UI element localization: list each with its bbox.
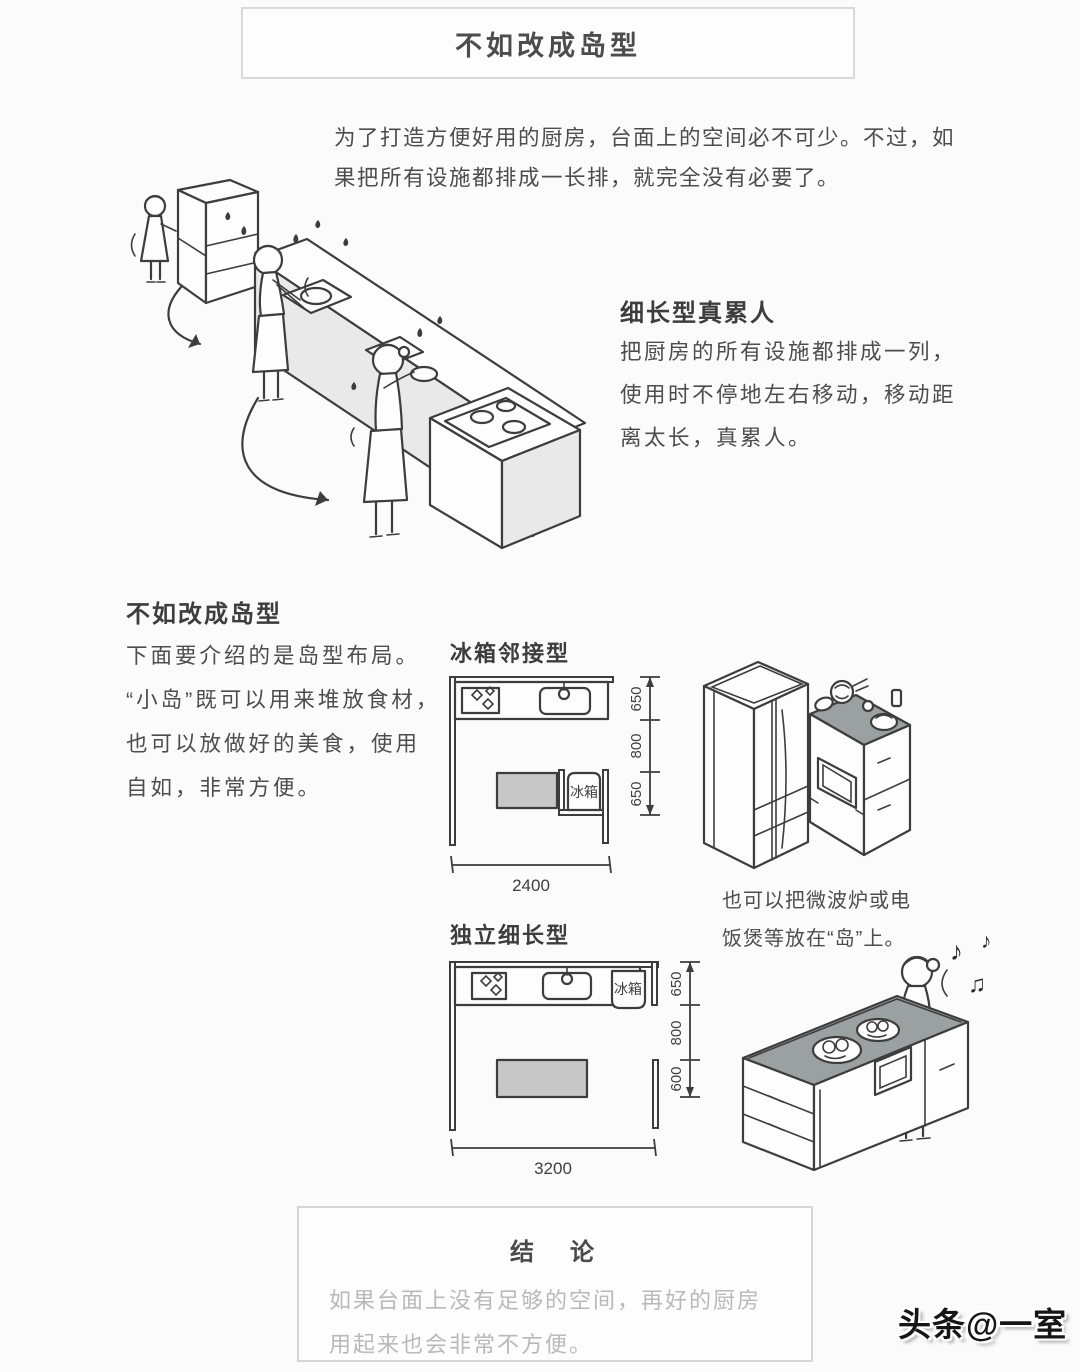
plan1-walls — [449, 676, 614, 846]
section-body-island: 下面要介绍的是岛型布局。 “小岛”既可以用来堆放食材， 也可以放做好的美食，使用… — [126, 644, 441, 800]
plan1-sink — [538, 681, 592, 716]
plan1-dimension-bottom: 2400 — [450, 855, 612, 895]
plan2-fridge-label: 冰箱 — [614, 981, 642, 997]
plan1-stove — [460, 685, 501, 715]
section-heading-island: 不如改成岛型 — [126, 601, 282, 628]
plan1-width-label: 2400 — [512, 876, 550, 895]
plan2-stove — [470, 971, 508, 1001]
plan2-title: 独立细长型 — [450, 923, 571, 948]
music-squiggle — [941, 969, 948, 997]
floor-plan-independent-slim: 冰箱 650 800 600 3200 — [449, 961, 700, 1178]
plan2-island — [495, 1058, 589, 1099]
island-caption: 也可以把微波炉或电 饭煲等放在“岛”上。 — [722, 890, 911, 950]
intro-paragraph: 为了打造方便好用的厨房，台面上的空间必不可少。不过，如 果把所有设施都排成一长排… — [334, 126, 956, 190]
food-on-island — [814, 678, 903, 732]
watermark: 头条@一室 — [898, 1306, 1068, 1343]
conclusion-box: 结 论 如果台面上没有足够的空间，再好的厨房 用起来也会非常不方便。 — [297, 1206, 813, 1362]
section-body-tiring: 把厨房的所有设施都排成一列， 使用时不停地左右移动，移动距 离太长，真累人。 — [620, 340, 957, 450]
plan2-dim-800: 800 — [668, 1020, 685, 1045]
tall-fridge-sketch — [702, 660, 810, 870]
plan2-dim-650: 650 — [668, 971, 685, 996]
motion-mark — [304, 277, 309, 297]
fridge-box-sketch — [176, 178, 260, 305]
plan2-dimension-bottom: 3200 — [450, 1138, 657, 1178]
sweat-drops — [225, 212, 443, 390]
plan1-title: 冰箱邻接型 — [450, 641, 571, 666]
music-note-icon: ♪ — [981, 930, 992, 953]
title-box: 不如改成岛型 — [241, 7, 855, 79]
plan2-fridge: 冰箱 — [610, 969, 647, 1010]
music-note-icon: ♪ — [950, 936, 963, 966]
island-cabinet-sketch — [808, 693, 912, 857]
plan1-fridge-label: 冰箱 — [570, 784, 598, 800]
plan1-dimension-right: 650 800 650 — [628, 676, 660, 816]
kitchen-island-sketch — [741, 994, 970, 1172]
plan1-dim-650a: 650 — [628, 686, 645, 711]
plan2-sink — [541, 966, 593, 1001]
movement-arrow-upper — [167, 284, 202, 348]
plan2-dimension-right: 650 800 600 — [668, 961, 700, 1098]
plan1-dim-650b: 650 — [628, 781, 645, 806]
plan2-dim-600: 600 — [668, 1066, 685, 1091]
long-kitchen-illustration — [130, 178, 587, 550]
plan1-dim-800: 800 — [628, 733, 645, 758]
stove-block-sketch — [428, 386, 582, 550]
movement-arrow-lower — [241, 396, 330, 506]
conclusion-body: 如果台面上没有足够的空间，再好的厨房 用起来也会非常不方便。 — [329, 1288, 762, 1357]
page-title: 不如改成岛型 — [455, 30, 641, 61]
plan1-fridge: 冰箱 — [566, 771, 602, 812]
plates-on-island — [811, 1017, 901, 1065]
music-notes: ♪ ♪ ♫ — [941, 930, 992, 998]
cook-figure-middle — [251, 244, 305, 402]
plan1-island — [495, 771, 559, 810]
beamed-note-icon: ♫ — [968, 971, 986, 998]
island-cook-illustration: ♪ ♪ ♫ — [741, 930, 992, 1172]
motion-mark — [350, 427, 355, 447]
cook-figure-right — [362, 343, 415, 538]
conclusion-heading: 结 论 — [510, 1239, 600, 1266]
plan2-width-label: 3200 — [534, 1159, 572, 1178]
section-heading-tiring: 细长型真累人 — [620, 300, 776, 327]
fridge-island-illustration — [702, 660, 912, 870]
floor-plan-fridge-adjacent: 冰箱 650 800 650 2400 — [449, 676, 660, 895]
cook-figure-left — [130, 194, 177, 283]
